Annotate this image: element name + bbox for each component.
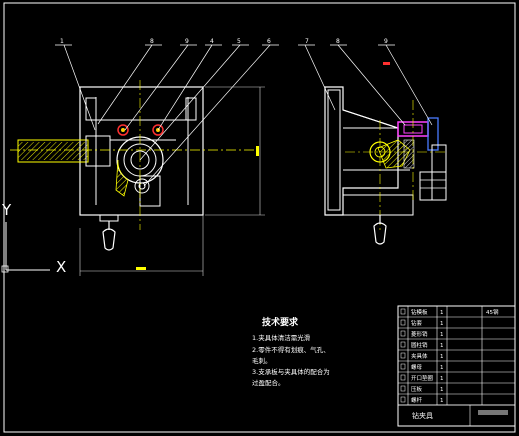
bom-part-name: 菱形销 (411, 330, 428, 338)
axis-y-label: Y (1, 201, 12, 219)
bom-row: 钻套 1 (400, 319, 444, 327)
bom-part-name: 钻模板 (411, 308, 428, 316)
bom-row: 开口垫圈 1 (400, 374, 444, 382)
bom-row: 菱形销 1 (400, 330, 444, 338)
tech-req-line-3: 毛刺。 (252, 356, 272, 365)
ucs-axis-icon: X Y (1, 201, 66, 276)
bom-row: 圆柱销 1 (400, 341, 444, 349)
side-handle-knob (373, 222, 387, 245)
balloon-1: 1 (60, 38, 64, 45)
axis-x-label: X (56, 258, 66, 276)
tech-req-line-2: 2.零件不得有划痕、气孔、 (252, 345, 330, 354)
bom-quantity: 1 (440, 376, 444, 382)
bom-part-name: 螺母 (411, 363, 423, 371)
drawing-frame (3, 2, 516, 433)
front-view (10, 80, 265, 276)
bom-index-marker (400, 385, 406, 392)
bom-quantity: 1 (440, 354, 444, 360)
bom-material: 45钢 (486, 308, 499, 316)
balloon-9-side: 9 (384, 38, 388, 45)
side-leaders (298, 44, 433, 126)
balloon-5: 5 (237, 38, 241, 45)
title-block-frame (397, 305, 516, 427)
locating-pin-left (117, 124, 129, 136)
bom-row: 钻模板 1 45钢 (400, 308, 499, 316)
bom-part-name: 压板 (411, 385, 423, 393)
bom-part-name: 钻套 (411, 319, 423, 327)
bom-index-marker (400, 396, 406, 403)
title-block-footer-label: 钻夹具 (412, 411, 433, 420)
bom-quantity: 1 (440, 365, 444, 371)
support-plate (427, 117, 439, 151)
bom-index-marker (400, 374, 406, 381)
bom-part-name: 开口垫圈 (411, 374, 434, 382)
bom-index-marker (400, 352, 406, 359)
balloon-9: 9 (185, 38, 189, 45)
technical-requirements: 技术要求 1.夹具体清洁需光滑 2.零件不得有划痕、气孔、 毛刺。 3.支承板与… (252, 316, 330, 387)
bom-part-name: 螺杆 (411, 396, 423, 404)
tech-requirements-title: 技术要求 (262, 316, 299, 328)
bom-quantity: 1 (440, 398, 444, 404)
bom-index-marker (400, 341, 406, 348)
side-balloons: 7 8 9 (305, 38, 388, 45)
bom-index-marker (400, 308, 406, 315)
bom-part-name: 圆柱销 (411, 341, 428, 349)
locating-pin-right (152, 124, 164, 136)
balloon-7: 7 (305, 38, 309, 45)
front-leaders (55, 44, 279, 187)
bom-quantity: 1 (440, 321, 444, 327)
balloon-8: 8 (150, 38, 154, 45)
tech-req-line-1: 1.夹具体清洁需光滑 (252, 333, 311, 342)
balloon-8-side: 8 (336, 38, 340, 45)
tech-req-line-4: 3.支承板与夹具体的配合为 (252, 367, 330, 376)
bom-part-name: 夹具体 (411, 352, 428, 360)
tech-req-line-5: 过盈配合。 (252, 378, 285, 387)
bom-quantity: 1 (440, 343, 444, 349)
balloon-4: 4 (210, 38, 214, 45)
bom-row: 压板 1 (400, 385, 444, 393)
bom-quantity: 1 (440, 332, 444, 338)
front-handle-knob (102, 228, 116, 251)
balloon-6: 6 (267, 38, 271, 45)
bom-row: 夹具体 1 (400, 352, 444, 360)
bom-quantity: 1 (440, 387, 444, 393)
side-view (324, 86, 447, 245)
bom-index-marker (400, 319, 406, 326)
bom-row: 螺母 1 (400, 363, 444, 371)
bom-quantity: 1 (440, 310, 444, 316)
bom-index-marker (400, 330, 406, 337)
bom-index-marker (400, 363, 406, 370)
front-balloons: 1 8 9 4 5 6 (60, 38, 271, 45)
bom-row: 螺杆 1 (400, 396, 444, 404)
